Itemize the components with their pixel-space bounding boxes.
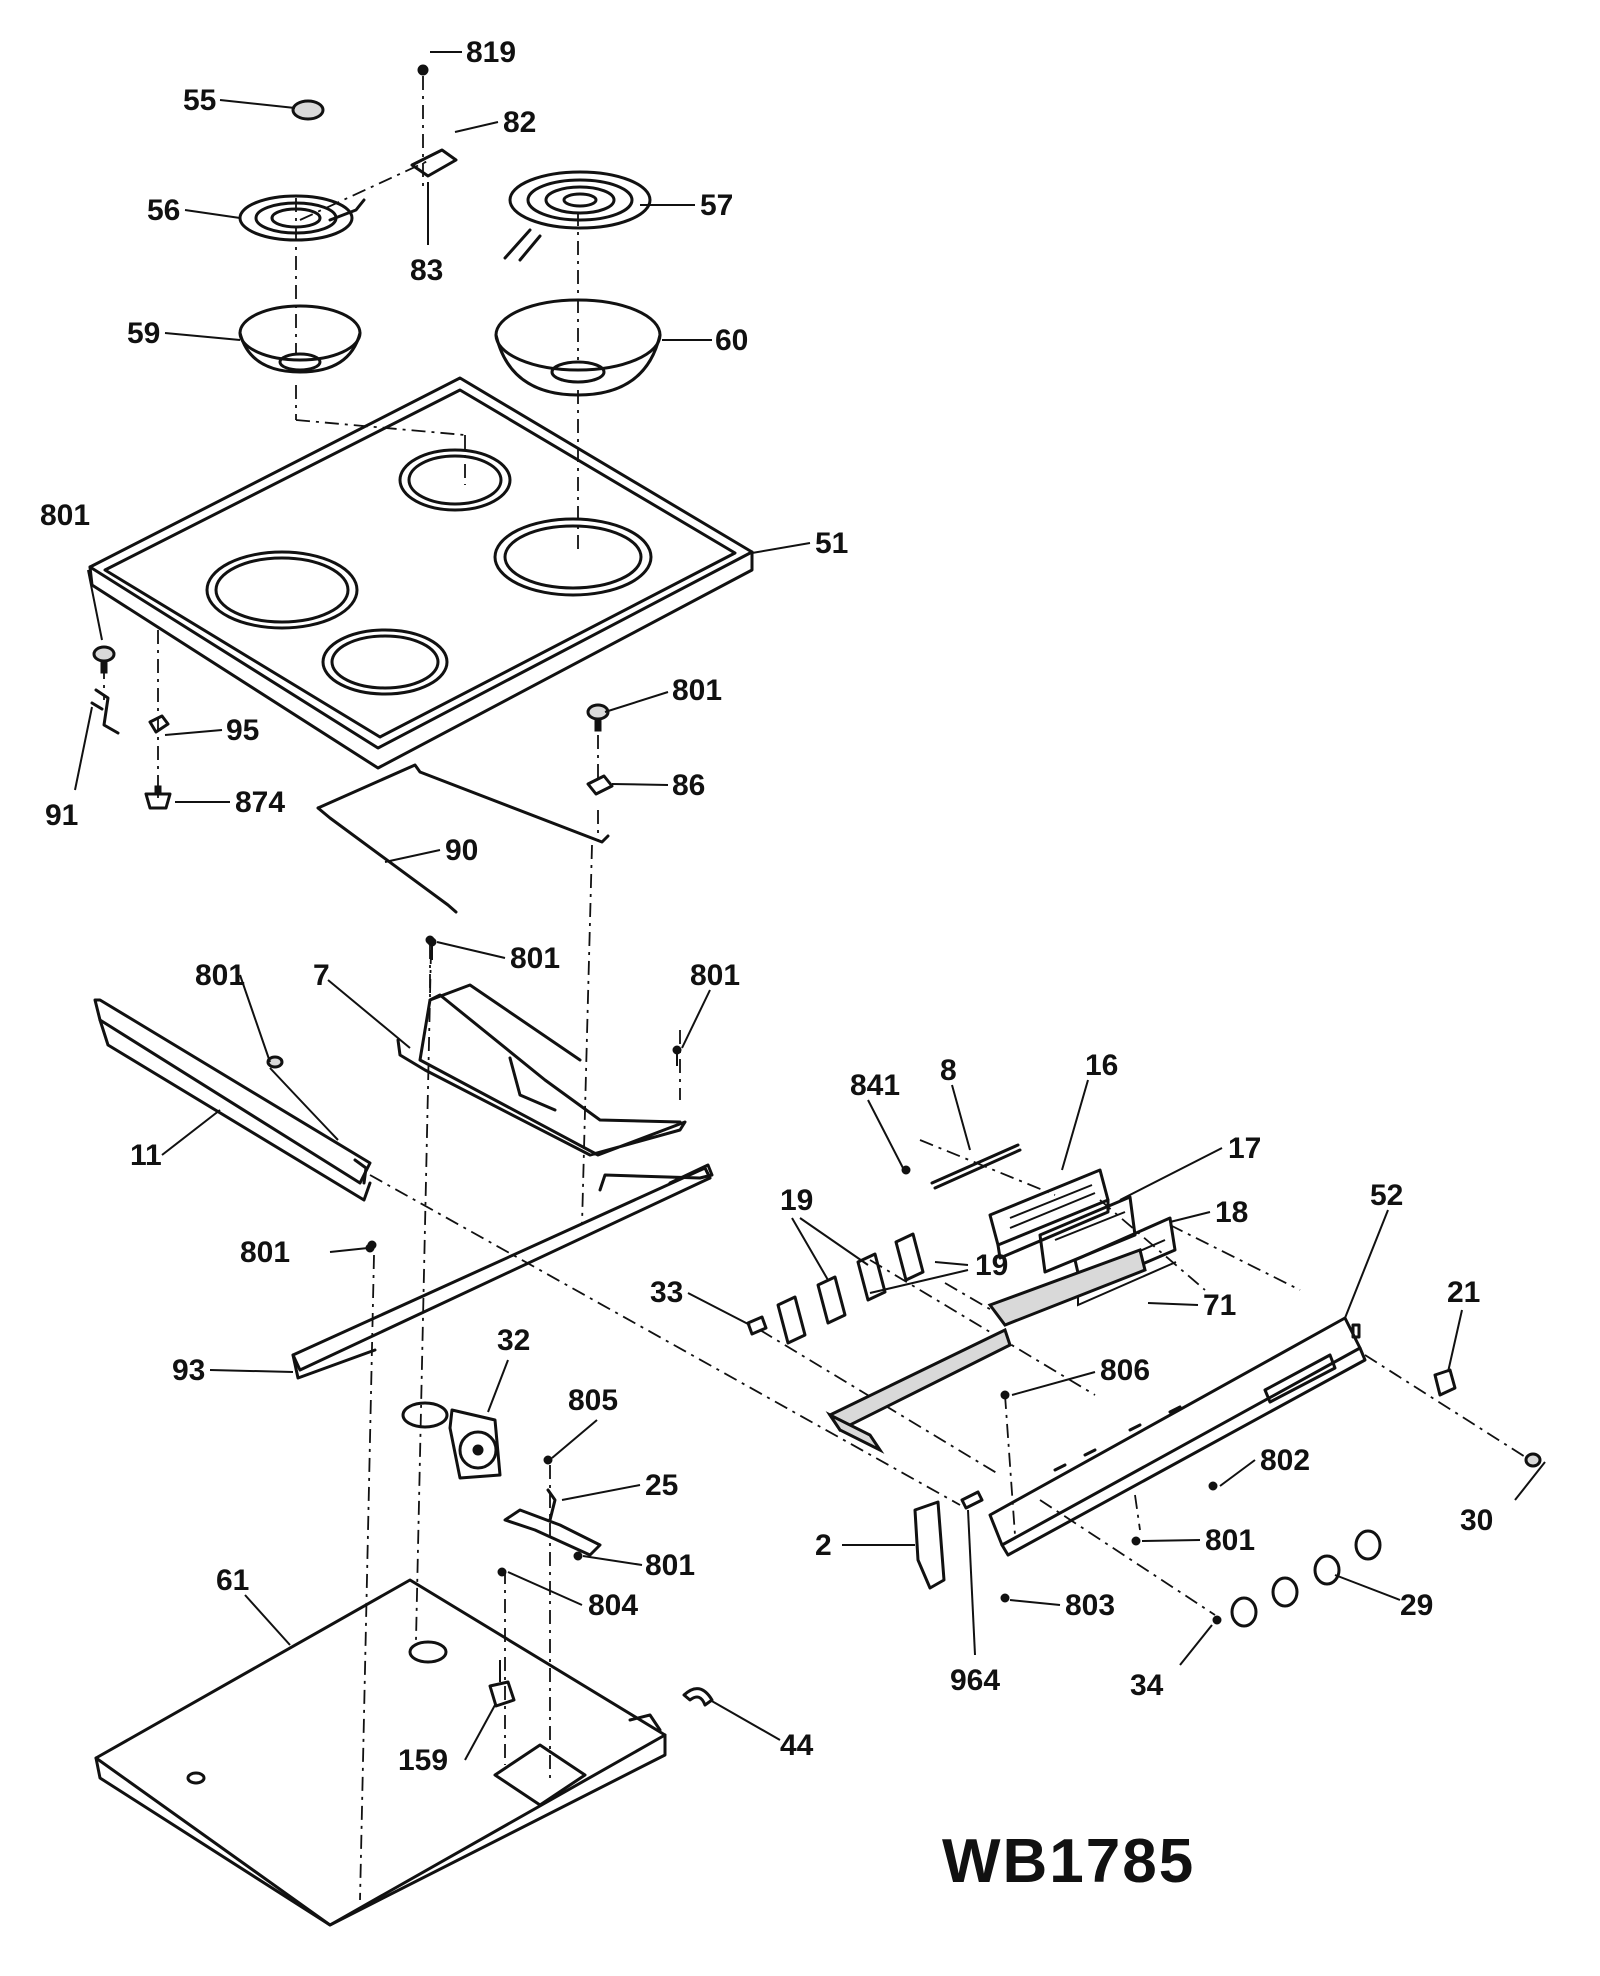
label-91: 91 [45,799,78,832]
drip-pan-large [494,298,662,397]
label-56: 56 [147,194,180,227]
clip-34 [1212,1615,1222,1625]
insulation-71 [825,1248,1147,1454]
label-801-g: 801 [1205,1524,1255,1557]
label-83: 83 [410,254,443,287]
label-86: 86 [672,769,705,802]
label-30: 30 [1460,1504,1493,1537]
clip-86 [586,703,614,796]
label-90: 90 [445,834,478,867]
label-801-f: 801 [240,1236,290,1269]
channel-93 [291,1163,714,1380]
label-95: 95 [226,714,259,747]
bracket-91 [90,645,120,735]
label-17: 17 [1228,1132,1261,1165]
label-19-b: 19 [975,1249,1008,1282]
label-82: 82 [503,106,536,139]
label-34: 34 [1130,1669,1164,1702]
model-code: WB1785 [942,1827,1195,1896]
label-44: 44 [780,1729,814,1762]
label-801-b: 801 [672,674,722,707]
label-57: 57 [700,189,733,222]
label-16: 16 [1085,1049,1118,1082]
label-71: 71 [1203,1289,1236,1322]
label-51: 51 [815,527,848,560]
label-801-h: 801 [645,1549,695,1582]
knob-cap-55 [291,99,325,121]
fan-32 [401,1401,502,1480]
label-19-a: 19 [780,1184,813,1217]
screw-801-right [672,1045,682,1066]
label-52: 52 [1370,1179,1403,1212]
terminal-block-82 [410,64,458,178]
label-55: 55 [183,84,216,117]
bracket-44 [682,1687,714,1707]
control-panel-52 [988,1316,1367,1557]
screws-small [365,1243,1218,1603]
label-18: 18 [1215,1196,1248,1229]
leg-874 [144,785,172,810]
assembly-lines [103,76,1531,1901]
switch-33 [746,1315,768,1336]
label-841: 841 [850,1069,900,1102]
rail-11 [93,998,372,1202]
leader-lines [74,51,1546,1761]
label-804: 804 [588,1589,638,1622]
bracket-25 [503,1455,602,1561]
label-801-d: 801 [195,959,245,992]
label-7: 7 [313,959,330,992]
knob-30 [1524,1452,1542,1468]
label-819: 819 [466,36,516,69]
surface-unit-large [503,170,652,262]
cooktop-51 [88,376,754,770]
screw-801-top [427,937,437,960]
label-32: 32 [497,1324,530,1357]
label-25: 25 [645,1469,678,1502]
bracket-2 [913,1500,946,1590]
label-33: 33 [650,1276,683,1309]
surface-unit-small [238,194,366,242]
label-159: 159 [398,1744,448,1777]
label-805: 805 [568,1384,618,1417]
label-2: 2 [815,1529,832,1562]
label-874: 874 [235,786,285,819]
label-61: 61 [216,1564,249,1597]
label-8: 8 [940,1054,957,1087]
clip-95 [148,714,170,734]
base-61 [94,1578,667,1927]
part-labels: 819 55 82 56 57 83 59 60 51 801 95 91 87… [40,36,1493,1777]
knob-21 [1433,1368,1457,1397]
label-806: 806 [1100,1354,1150,1387]
clip-964 [960,1490,984,1510]
label-802: 802 [1260,1444,1310,1477]
switches-19 [776,1232,925,1345]
label-29: 29 [1400,1589,1433,1622]
label-964: 964 [950,1664,1000,1697]
label-93: 93 [172,1354,205,1387]
label-803: 803 [1065,1589,1115,1622]
thermostat-159 [488,1567,516,1708]
label-60: 60 [715,324,748,357]
drip-pan-small [238,304,362,374]
rod-8 [901,1143,1022,1190]
label-801-e: 801 [690,959,740,992]
label-59: 59 [127,317,160,350]
label-801-c: 801 [510,942,560,975]
knobs-29 [1230,1529,1382,1628]
label-11: 11 [130,1139,162,1172]
label-21: 21 [1447,1276,1480,1309]
label-801-a: 801 [40,499,90,532]
